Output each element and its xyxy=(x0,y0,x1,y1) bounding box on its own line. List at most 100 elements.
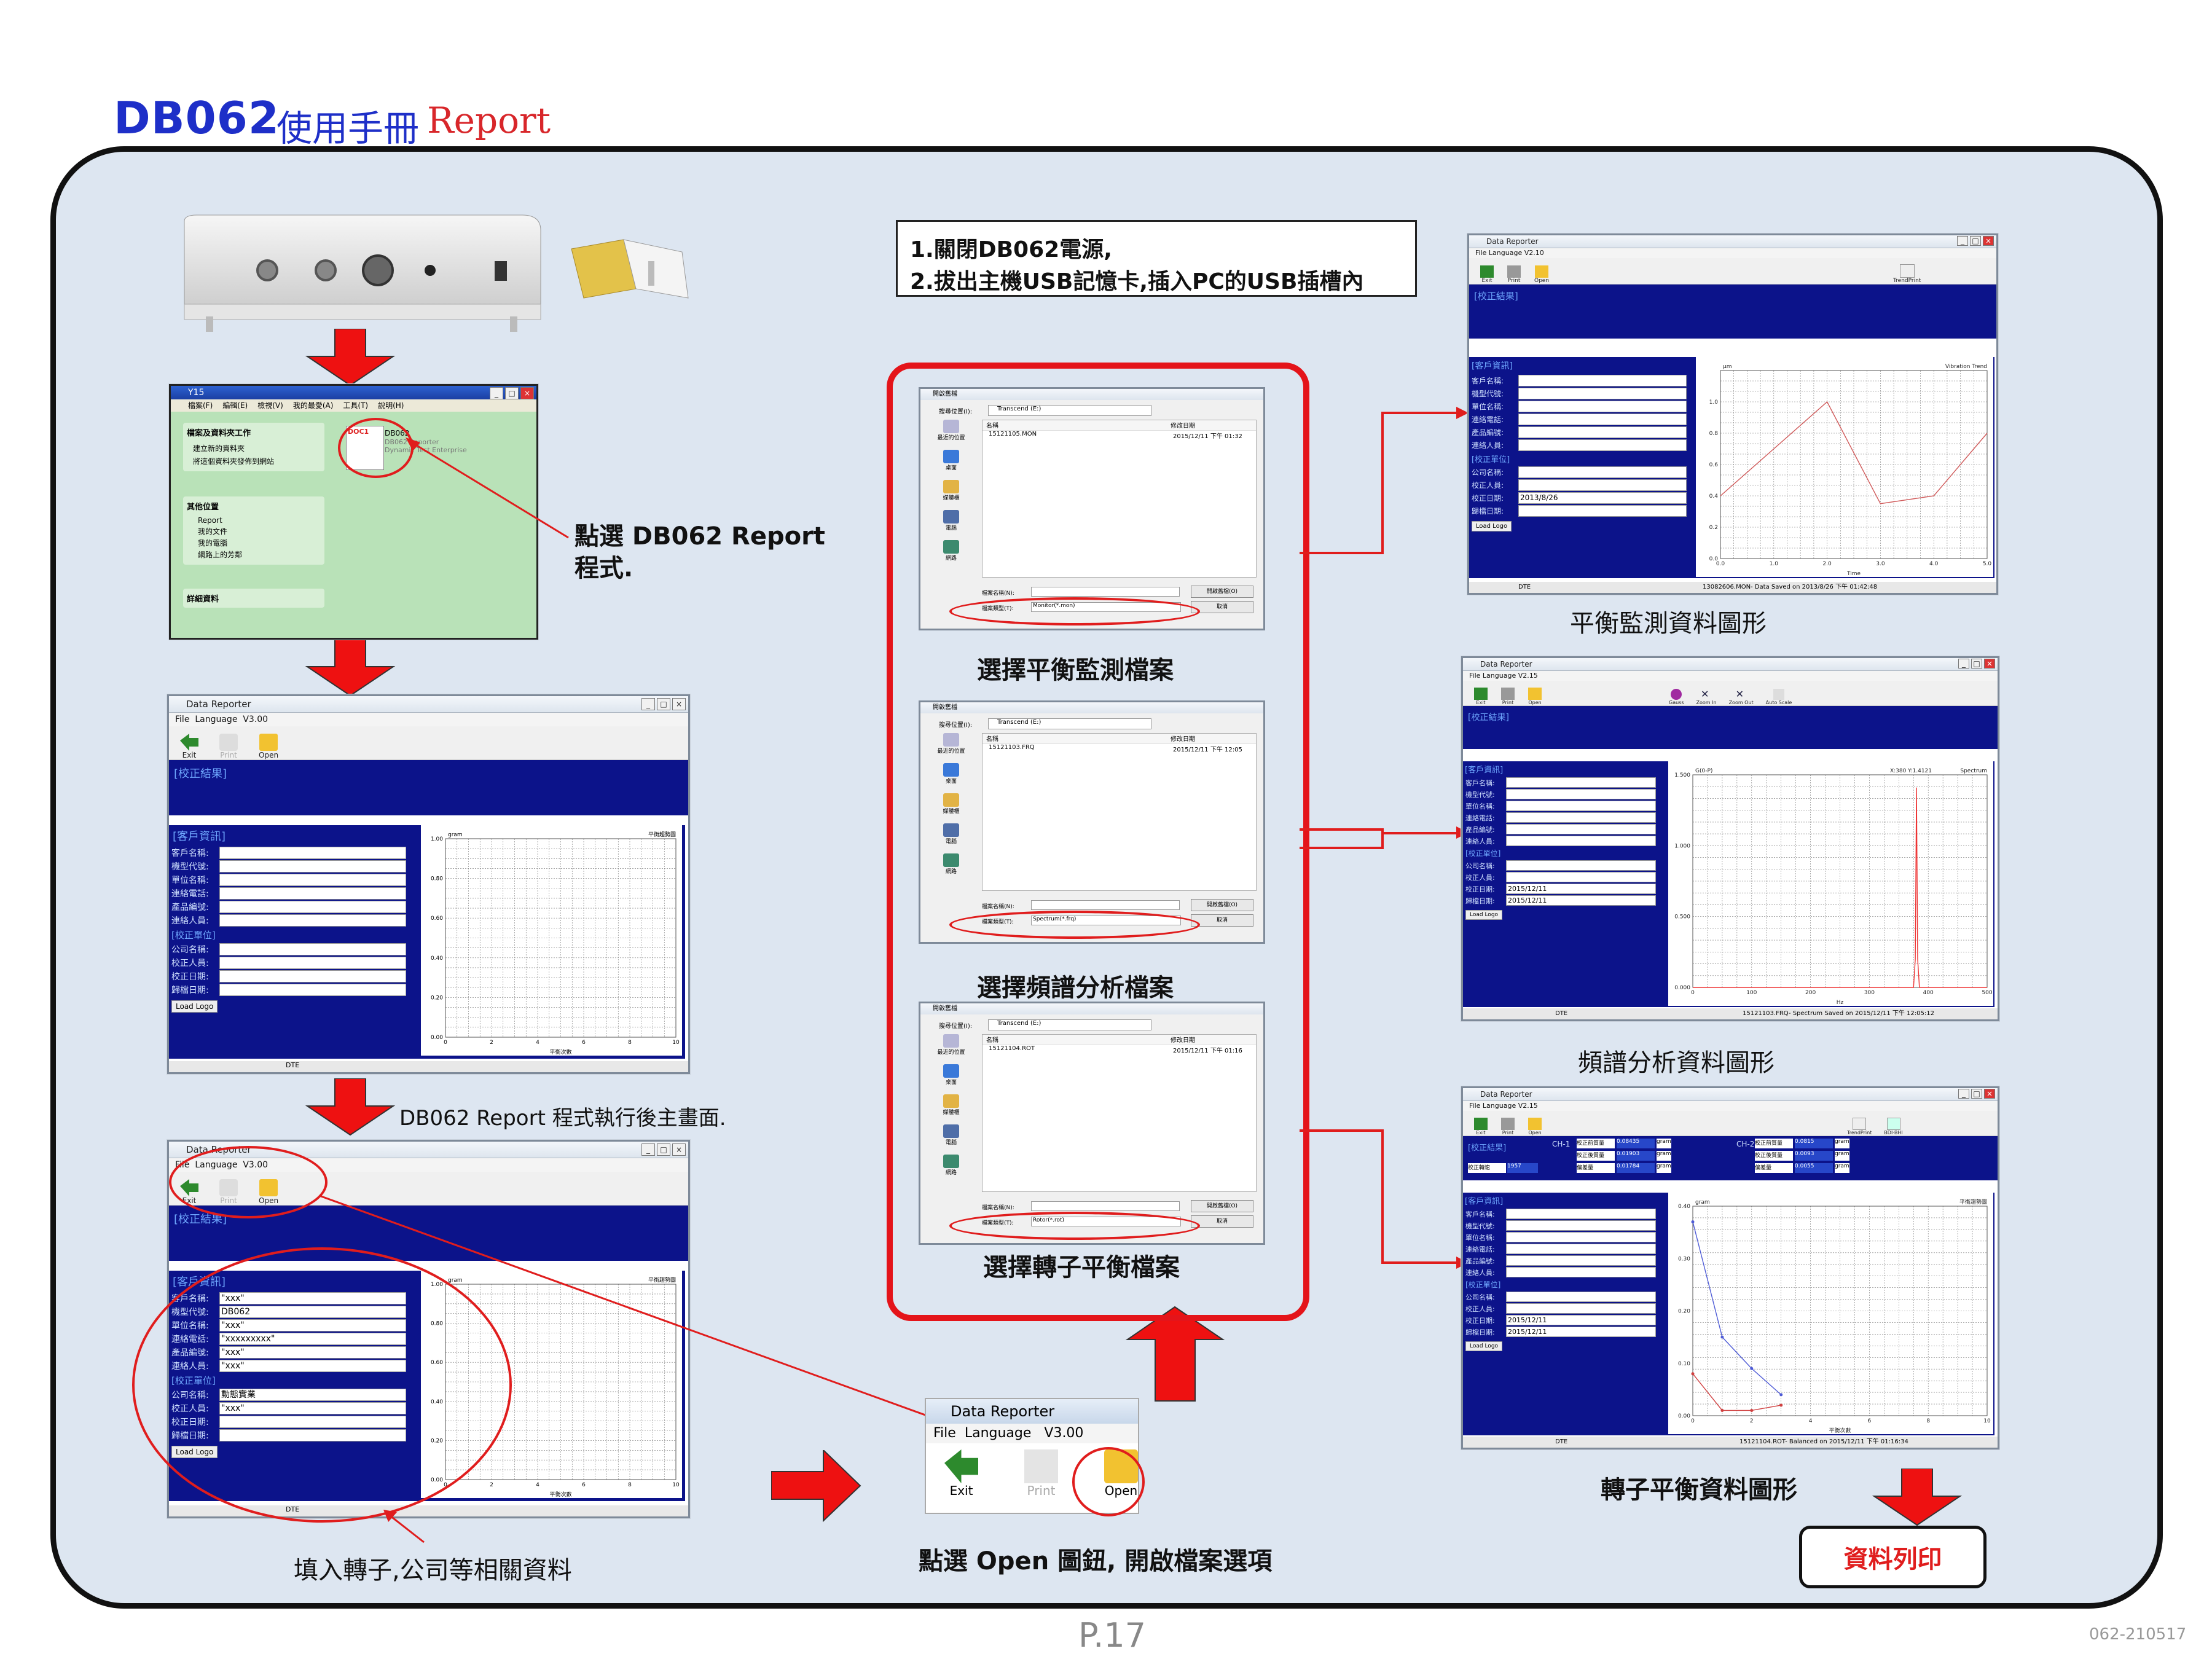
client-field-input[interactable] xyxy=(1506,1244,1656,1254)
look-in-select[interactable]: Transcend (E:) xyxy=(988,718,1151,729)
menu-file[interactable]: File xyxy=(175,715,190,724)
bdi-button[interactable]: BDI·BHI xyxy=(1884,1118,1903,1135)
col-date[interactable]: 修改日期 xyxy=(1171,736,1195,743)
minimize-button[interactable]: _ xyxy=(1958,659,1969,669)
load-logo-button[interactable]: Load Logo xyxy=(1472,521,1512,531)
menu-language[interactable]: Language xyxy=(1482,672,1516,680)
trend-print-button[interactable]: TrendPrint xyxy=(1847,1118,1872,1135)
cal-field-input[interactable] xyxy=(1506,1303,1656,1314)
place-item[interactable]: 電腦 xyxy=(927,1124,976,1146)
print-button[interactable]: Print xyxy=(1501,688,1515,705)
cal-field-input[interactable]: 2015/12/11 xyxy=(1506,1327,1656,1337)
place-item[interactable]: 電腦 xyxy=(927,510,976,531)
cal-field-input[interactable] xyxy=(1506,860,1656,871)
client-field-input[interactable] xyxy=(219,874,406,886)
close-button[interactable]: × xyxy=(1984,659,1995,669)
exit-button[interactable]: Exit xyxy=(944,1449,978,1498)
cal-field-input[interactable] xyxy=(1506,1292,1656,1302)
client-field-input[interactable] xyxy=(1518,426,1687,438)
menu-file[interactable]: File xyxy=(1469,1102,1481,1110)
look-in-select[interactable]: Transcend (E:) xyxy=(988,1019,1151,1030)
load-logo-button[interactable]: Load Logo xyxy=(1465,1341,1503,1351)
menu-file[interactable]: 檔案(F) xyxy=(188,401,213,410)
client-field-input[interactable] xyxy=(219,914,406,927)
minimize-button[interactable]: _ xyxy=(1958,1089,1969,1099)
open-button[interactable]: Open xyxy=(1528,688,1542,705)
menu-file[interactable]: File xyxy=(933,1426,956,1441)
menu-view[interactable]: 檢視(V) xyxy=(257,401,283,410)
cal-field-input[interactable] xyxy=(219,957,406,969)
open-file-button[interactable]: 開啟舊檔(O) xyxy=(1191,586,1253,598)
place-computer[interactable]: 我的電腦 xyxy=(198,539,228,547)
cal-field-input[interactable] xyxy=(219,970,406,982)
client-field-input[interactable] xyxy=(1506,836,1656,846)
place-item[interactable]: 網路 xyxy=(927,853,976,875)
place-item[interactable]: 網路 xyxy=(927,1155,976,1176)
menu-language[interactable]: Language xyxy=(1488,249,1523,257)
client-field-input[interactable] xyxy=(1518,375,1687,386)
cal-field-input[interactable]: 2013/8/26 xyxy=(1518,492,1687,504)
maximize-button[interactable]: □ xyxy=(657,1143,670,1156)
place-item[interactable]: 最近的位置 xyxy=(927,1034,976,1056)
file-row[interactable]: 15121104.ROT 2015/12/11 下午 01:16 xyxy=(982,1045,1256,1055)
close-button[interactable]: × xyxy=(672,698,686,710)
cal-field-input[interactable] xyxy=(1518,479,1687,491)
exit-button[interactable]: Exit xyxy=(1474,1118,1488,1135)
close-button[interactable]: × xyxy=(672,1143,686,1156)
cal-field-input[interactable] xyxy=(219,984,406,996)
minimize-button[interactable]: _ xyxy=(641,1143,655,1156)
place-item[interactable]: 媒體櫃 xyxy=(927,480,976,501)
print-button[interactable]: Print xyxy=(1507,265,1521,284)
minimize-button[interactable]: _ xyxy=(490,387,503,399)
minimize-button[interactable]: _ xyxy=(1957,236,1968,246)
gauss-button[interactable]: Gauss xyxy=(1669,689,1684,705)
place-item[interactable]: 桌面 xyxy=(927,763,976,785)
client-field-input[interactable] xyxy=(1506,789,1656,799)
client-field-input[interactable] xyxy=(1518,439,1687,451)
cal-field-input[interactable] xyxy=(1518,466,1687,478)
menu-language[interactable]: Language xyxy=(195,715,238,724)
auto-scale-button[interactable]: Auto Scale xyxy=(1766,689,1792,705)
zoom-in-button[interactable]: ✕Zoom In xyxy=(1696,688,1717,706)
client-field-input[interactable] xyxy=(1506,1267,1656,1277)
print-button[interactable]: Print xyxy=(1501,1118,1515,1135)
client-field-input[interactable] xyxy=(1506,1220,1656,1231)
menu-language[interactable]: Language xyxy=(964,1426,1032,1441)
look-in-select[interactable]: Transcend (E:) xyxy=(988,405,1151,416)
maximize-button[interactable]: □ xyxy=(1971,659,1982,669)
filename-input[interactable] xyxy=(1031,900,1180,910)
maximize-button[interactable]: □ xyxy=(505,387,519,399)
menu-favorites[interactable]: 我的最愛(A) xyxy=(292,401,334,410)
close-button[interactable]: × xyxy=(1984,1089,1995,1099)
col-date[interactable]: 修改日期 xyxy=(1171,423,1195,429)
cal-field-input[interactable] xyxy=(1506,872,1656,882)
cancel-button[interactable]: 取消 xyxy=(1191,914,1253,927)
open-button[interactable]: Open xyxy=(1528,1118,1542,1135)
client-field-input[interactable] xyxy=(1518,388,1687,399)
place-report[interactable]: Report xyxy=(198,516,222,525)
place-documents[interactable]: 我的文件 xyxy=(198,527,228,536)
load-logo-button[interactable]: Load Logo xyxy=(171,1000,218,1013)
place-item[interactable]: 網路 xyxy=(927,540,976,562)
client-field-input[interactable] xyxy=(219,901,406,913)
client-field-input[interactable] xyxy=(1506,801,1656,811)
client-field-input[interactable] xyxy=(1518,414,1687,425)
menu-tools[interactable]: 工具(T) xyxy=(343,401,369,410)
print-box[interactable]: 資料列印 xyxy=(1799,1526,1986,1588)
client-field-input[interactable] xyxy=(1518,401,1687,412)
open-button[interactable]: Open xyxy=(259,734,278,759)
client-field-input[interactable] xyxy=(1506,1209,1656,1219)
client-field-input[interactable] xyxy=(219,887,406,900)
menu-file[interactable]: File xyxy=(1469,672,1481,680)
print-button[interactable]: Print xyxy=(219,734,238,759)
menu-edit[interactable]: 編輯(E) xyxy=(222,401,248,410)
exit-button[interactable]: Exit xyxy=(1474,688,1488,705)
cal-field-input[interactable] xyxy=(1518,505,1687,517)
load-logo-button[interactable]: Load Logo xyxy=(1465,910,1503,920)
maximize-button[interactable]: □ xyxy=(657,698,670,710)
cal-field-input[interactable] xyxy=(219,943,406,955)
col-name[interactable]: 名稱 xyxy=(986,736,998,743)
task-publish[interactable]: 將這個資料夾發佈到網站 xyxy=(193,457,275,466)
open-file-button[interactable]: 開啟舊檔(O) xyxy=(1191,1200,1253,1212)
menu-file[interactable]: File xyxy=(1475,249,1487,257)
